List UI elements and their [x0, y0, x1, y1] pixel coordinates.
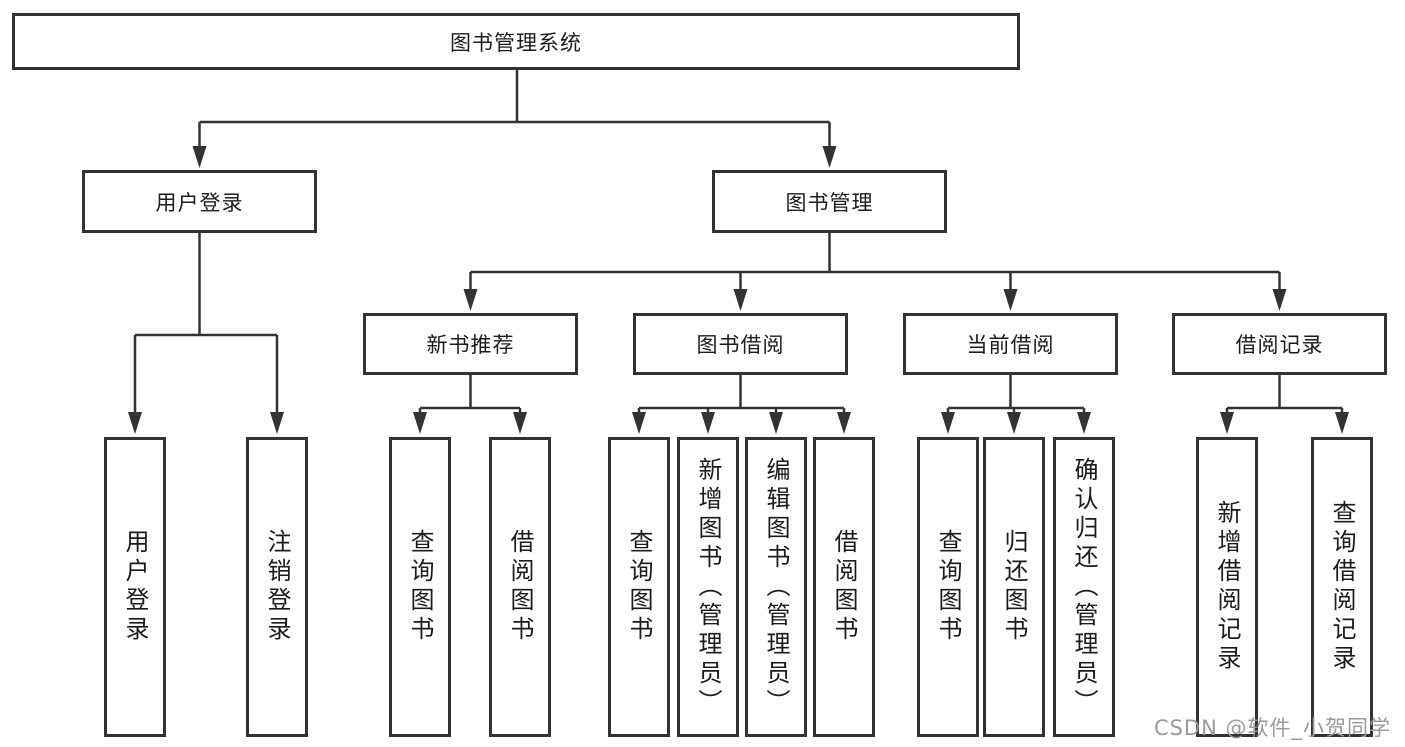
arrowheads: [128, 146, 1349, 434]
node-label: 图书管理系统: [450, 30, 582, 55]
node-borrowing-records: 借阅记录: [1172, 313, 1387, 375]
node-current-borrowing: 当前借阅: [903, 313, 1118, 375]
leaf-user-login: 用户登录: [104, 437, 166, 737]
leaf-query-books: 查询图书: [608, 437, 670, 737]
leaf-query-books: 查询图书: [917, 437, 979, 737]
leaf-query-books: 查询图书: [389, 437, 451, 737]
leaf-label: 注销登录: [263, 529, 291, 645]
leaf-confirm-return-admin: 确认归还（管理员）: [1053, 437, 1115, 737]
leaf-label: 新增借阅记录: [1213, 500, 1241, 674]
node-label: 用户登录: [155, 190, 244, 215]
node-label: 当前借阅: [966, 333, 1055, 357]
leaf-add-borrow-record: 新增借阅记录: [1196, 437, 1258, 737]
node-label: 图书管理: [785, 190, 874, 215]
node-label: 借阅记录: [1235, 333, 1324, 357]
node-book-borrowing: 图书借阅: [633, 313, 848, 375]
node-user-login: 用户登录: [82, 170, 317, 233]
leaf-label: 查询图书: [625, 529, 653, 645]
node-book-management: 图书管理: [712, 170, 947, 233]
leaf-edit-books-admin: 编辑图书（管理员）: [745, 437, 807, 737]
node-library-management-system: 图书管理系统: [12, 13, 1020, 70]
leaf-label: 查询图书: [934, 529, 962, 645]
leaf-label: 用户登录: [121, 529, 149, 645]
leaf-borrow-books: 借阅图书: [489, 437, 551, 737]
node-label: 新书推荐: [426, 333, 515, 357]
csdn-watermark: CSDN @软件_小贺同学: [1153, 716, 1391, 740]
leaf-label: 新增图书（管理员）: [694, 456, 722, 718]
leaf-label: 编辑图书（管理员）: [762, 456, 790, 718]
leaf-add-books-admin: 新增图书（管理员）: [677, 437, 739, 737]
node-label: 图书借阅: [696, 333, 785, 357]
node-new-book-recommendation: 新书推荐: [363, 313, 578, 375]
leaf-label: 借阅图书: [506, 529, 534, 645]
leaf-label: 查询借阅记录: [1328, 500, 1356, 674]
leaf-borrow-books: 借阅图书: [813, 437, 875, 737]
leaf-label: 查询图书: [406, 529, 434, 645]
leaf-return-books: 归还图书: [983, 437, 1045, 737]
leaf-query-borrow-record: 查询借阅记录: [1311, 437, 1373, 737]
leaf-logout: 注销登录: [246, 437, 308, 737]
leaf-label: 确认归还（管理员）: [1070, 456, 1098, 718]
leaf-label: 借阅图书: [830, 529, 858, 645]
leaf-label: 归还图书: [1000, 529, 1028, 645]
